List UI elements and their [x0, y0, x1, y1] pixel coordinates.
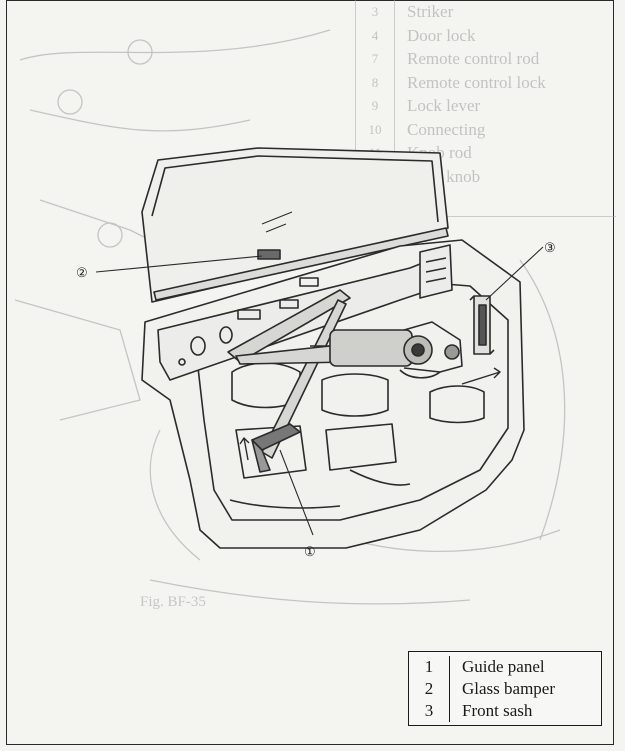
callout-label-2: ②	[76, 265, 88, 280]
legend-row: 2 Glass bamper	[409, 678, 601, 700]
background-ghost-drawing	[14, 29, 566, 605]
legend-label: Glass bamper	[462, 679, 556, 698]
callout-label-1: ①	[304, 544, 316, 559]
regulator-arm-upper	[227, 289, 351, 363]
legend-row: 3 Front sash	[409, 700, 601, 722]
background-table-row: 8 Remote control lock	[356, 70, 616, 94]
regulator-sector	[329, 329, 413, 367]
callout-leaders	[95, 246, 544, 536]
figure-frame	[6, 0, 614, 745]
glass-bumper	[257, 249, 281, 260]
legend-label: Front sash	[462, 701, 533, 720]
background-table-row: 10 Connecting	[356, 117, 616, 141]
callout-label-3: ③	[544, 240, 556, 255]
background-figure-caption: Fig. BF-35	[140, 594, 206, 610]
background-table-row: 3 Striker	[356, 0, 616, 24]
legend-label: Guide panel	[462, 657, 545, 676]
legend-row: 1 Guide panel	[409, 656, 601, 678]
glass-channel	[153, 227, 449, 301]
legend-number: 3	[409, 700, 450, 722]
door-inner-panel	[195, 281, 509, 521]
background-table-row: 7 Remote control rod	[356, 47, 616, 71]
background-table-row: 4 Door lock	[356, 23, 616, 47]
door-assembly	[141, 147, 525, 549]
callout-labels: ② ③ ①	[76, 240, 556, 559]
legend-number: 1	[409, 656, 450, 678]
parts-legend-table: 1 Guide panel 2 Glass bamper 3 Front sas…	[408, 651, 602, 726]
glass-inner-edge	[151, 155, 439, 223]
legend-number: 2	[409, 678, 450, 700]
background-table-row: 9 Lock lever	[356, 94, 616, 118]
